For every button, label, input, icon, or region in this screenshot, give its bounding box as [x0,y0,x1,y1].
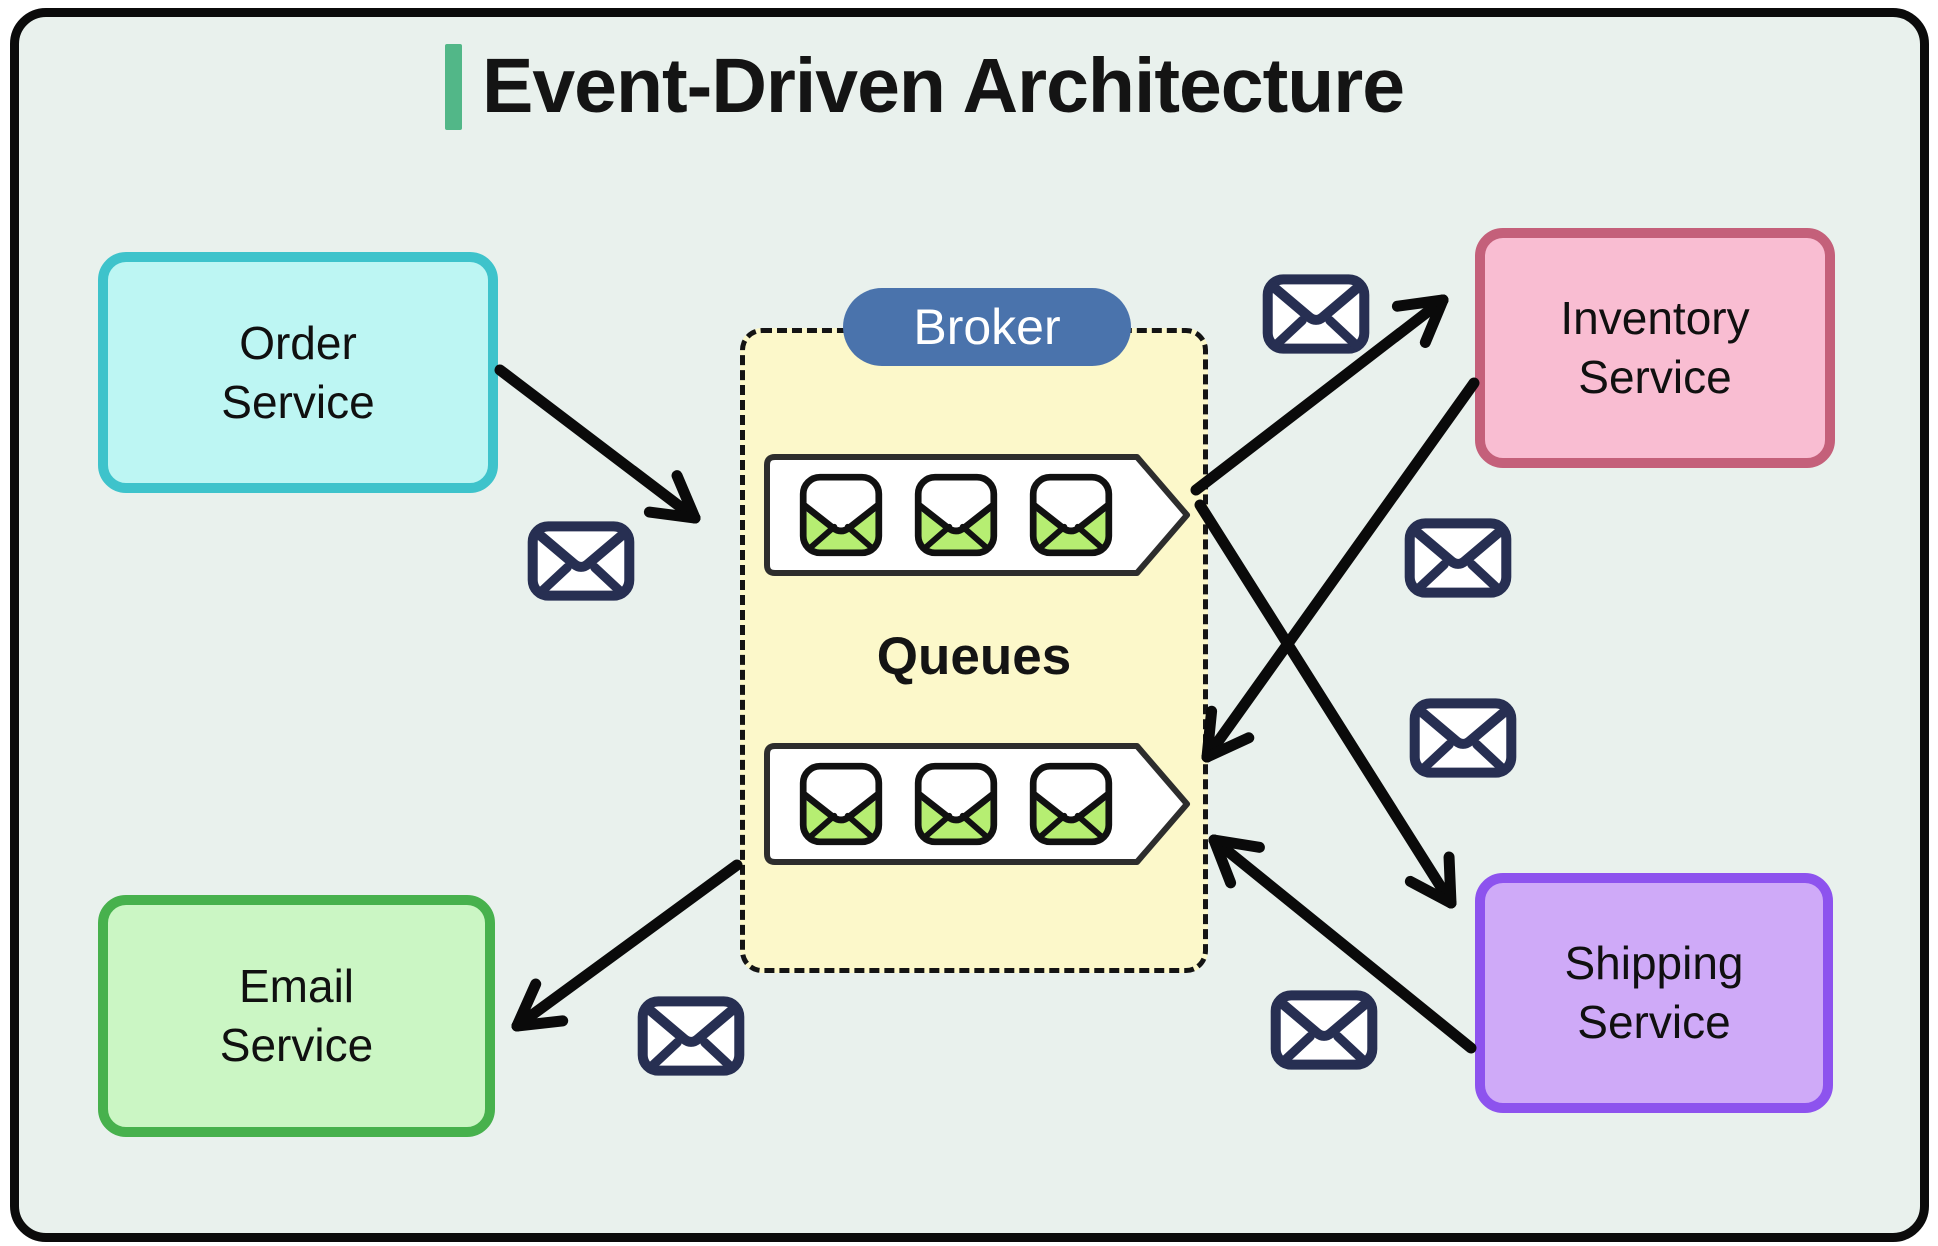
queue-top [761,453,1191,577]
queue-bottom-messages [799,742,1113,866]
queue-top-messages [799,453,1113,577]
page-title: Event-Driven Architecture [482,43,1405,129]
message-envelope-icon [1029,473,1113,557]
envelope-icon [636,995,746,1077]
broker-pill: Broker [843,288,1131,366]
service-label: Shipping Service [1564,937,1744,1048]
service-label: Order Service [221,316,375,428]
service-box-email: Email Service [98,895,495,1137]
message-envelope-icon [799,473,883,557]
service-box-shipping: Shipping Service [1475,873,1833,1113]
envelope-icon [1403,517,1513,599]
message-envelope-icon [799,762,883,846]
envelope-icon [1408,697,1518,779]
queues-label: Queues [876,627,1072,686]
queue-bottom [761,742,1191,866]
service-box-inventory: Inventory Service [1475,228,1835,468]
message-envelope-icon [914,762,998,846]
title-row: Event-Driven Architecture [445,42,1405,131]
service-box-order: Order Service [98,252,498,493]
title-accent-bar [445,43,462,130]
message-envelope-icon [914,473,998,557]
envelope-icon [1269,989,1379,1071]
envelope-icon [526,520,636,602]
service-label: Inventory Service [1560,292,1750,403]
envelope-icon [1261,273,1371,355]
broker-box [740,328,1208,973]
message-envelope-icon [1029,762,1113,846]
service-label: Email Service [219,960,374,1071]
broker-label: Broker [913,299,1061,355]
